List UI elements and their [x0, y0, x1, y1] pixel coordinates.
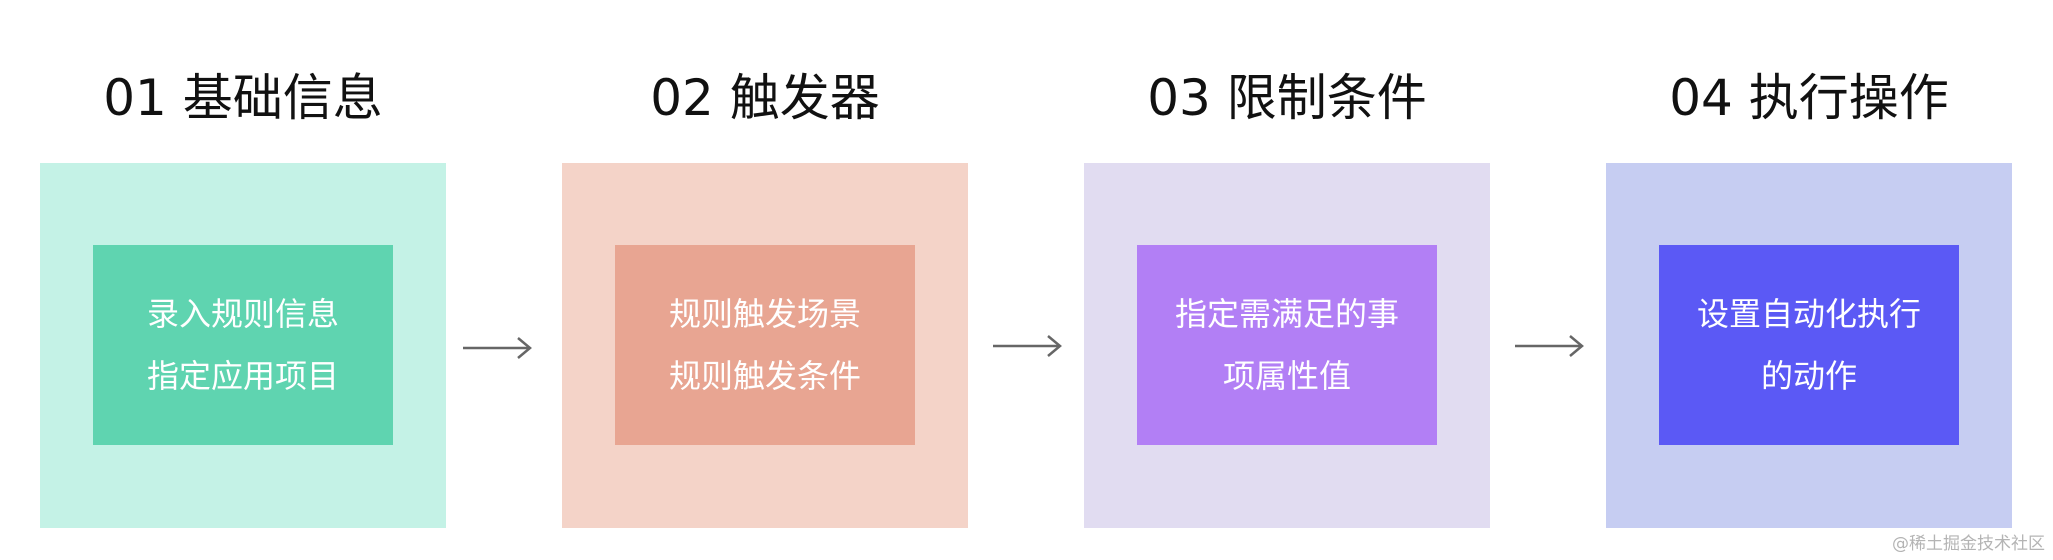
arrow-right-icon-3 — [1515, 335, 1584, 357]
step-4-line-1: 设置自动化执行 — [1696, 295, 1921, 333]
step-3-panel: 指定需满足的事 项属性值 — [1084, 163, 1490, 528]
step-1-panel: 录入规则信息 指定应用项目 — [40, 163, 446, 528]
step-3-title: 03 限制条件 — [1147, 69, 1427, 127]
step-4-title: 04 执行操作 — [1669, 69, 1949, 127]
step-1-line-2: 指定应用项目 — [146, 357, 339, 395]
step-2-card: 规则触发场景 规则触发条件 — [615, 245, 915, 445]
step-2-title: 02 触发器 — [650, 69, 880, 127]
step-1-title: 01 基础信息 — [103, 69, 383, 127]
step-3-line-1: 指定需满足的事 — [1174, 295, 1399, 333]
step-4-card: 设置自动化执行 的动作 — [1659, 245, 1959, 445]
step-4-line-2: 的动作 — [1760, 357, 1857, 395]
step-2-line-1: 规则触发场景 — [668, 295, 861, 333]
step-2-line-2: 规则触发条件 — [668, 357, 861, 395]
step-2-panel: 规则触发场景 规则触发条件 — [562, 163, 968, 528]
step-4-panel: 设置自动化执行 的动作 — [1606, 163, 2012, 528]
step-3-line-2: 项属性值 — [1222, 357, 1351, 395]
arrow-right-icon-1 — [463, 337, 532, 359]
step-1-line-1: 录入规则信息 — [146, 295, 339, 333]
step-1-card: 录入规则信息 指定应用项目 — [93, 245, 393, 445]
watermark: @稀土掘金技术社区 — [1892, 534, 2045, 554]
step-3-card: 指定需满足的事 项属性值 — [1137, 245, 1437, 445]
arrow-right-icon-2 — [993, 335, 1062, 357]
